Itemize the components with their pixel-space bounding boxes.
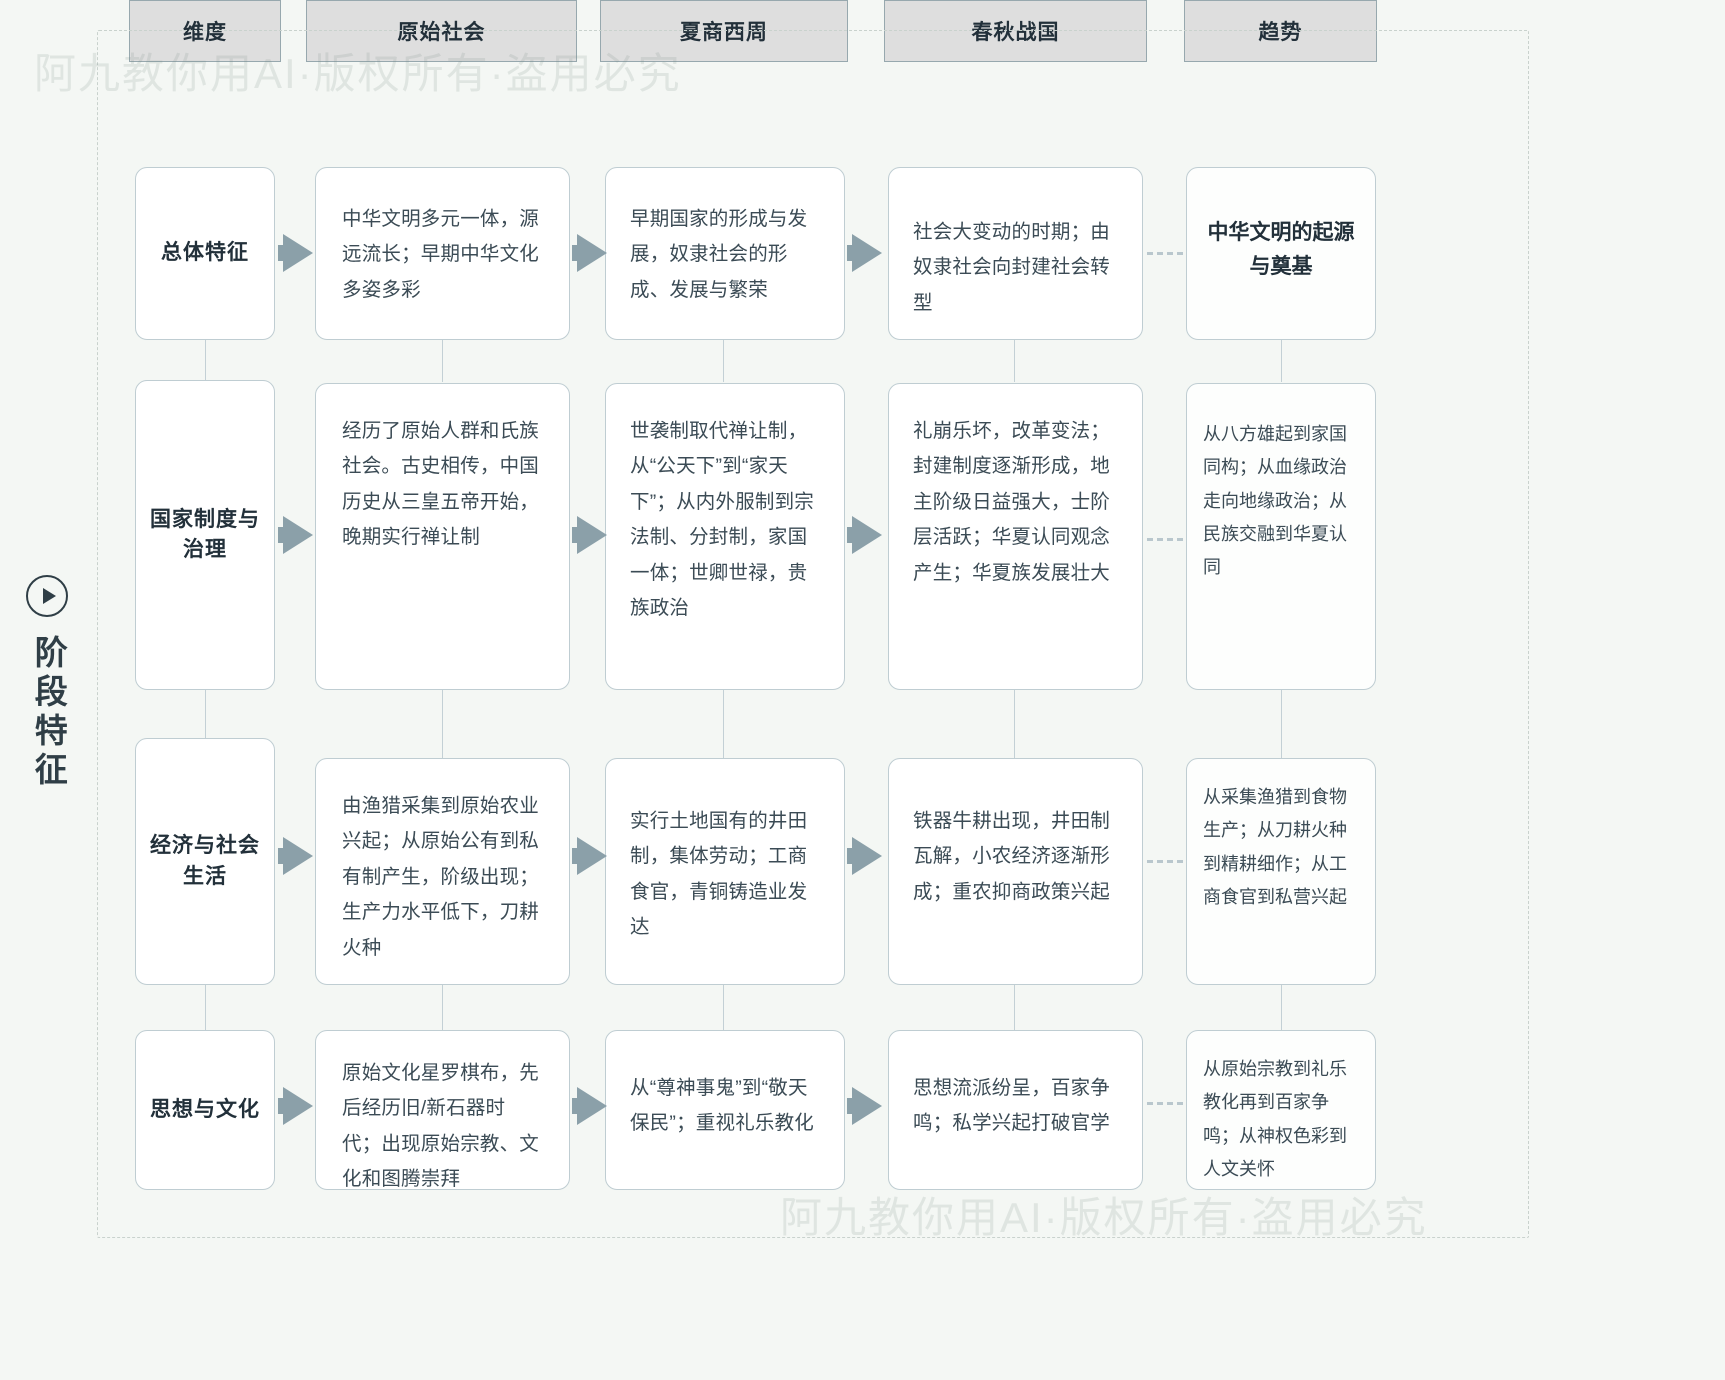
- row-1-dimension-card[interactable]: 总体特征: [135, 167, 275, 340]
- row-4-chunqiu-card[interactable]: 思想流派纷呈，百家争鸣；私学兴起打破官学: [888, 1030, 1143, 1190]
- row-2-chunqiu-text: 礼崩乐坏，改革变法；封建制度逐渐形成，地主阶级日益强大，士阶层活跃；华夏认同观念…: [913, 420, 1111, 584]
- connector-x-2-3: [723, 690, 724, 758]
- row-3-primitive-card[interactable]: 由渔猎采集到原始农业兴起；从原始公有到私有制产生，阶级出现；生产力水平低下，刀耕…: [315, 758, 570, 985]
- connector-c-3-4: [1014, 985, 1015, 1041]
- stage-label-text: 阶段特征: [29, 635, 66, 791]
- row-3-xiashang-text: 实行土地国有的井田制，集体劳动；工商食官，青铜铸造业发达: [630, 810, 808, 939]
- row-1-xiashang-card[interactable]: 早期国家的形成与发展，奴隶社会的形成、发展与繁荣: [605, 167, 845, 340]
- row-2-arrow-3-icon: [852, 516, 882, 554]
- row-1-dash-link: [1147, 252, 1183, 255]
- row-2-dash-link: [1147, 538, 1183, 541]
- connector-x-3-4: [723, 985, 724, 1041]
- row-4-dash-link: [1147, 1102, 1183, 1105]
- row-3-trend-text: 从采集渔猎到食物生产；从刀耕火种到精耕细作；从工商食官到私营兴起: [1203, 787, 1347, 907]
- connector-dim-1-2: [205, 340, 206, 380]
- row-2-chunqiu-card[interactable]: 礼崩乐坏，改革变法；封建制度逐渐形成，地主阶级日益强大，士阶层活跃；华夏认同观念…: [888, 383, 1143, 690]
- row-3-dimension-label: 经济与社会生活: [150, 834, 260, 888]
- row-1-arrow-1-icon: [283, 234, 313, 272]
- row-4-arrow-3-icon: [852, 1087, 882, 1125]
- outer-dashed-frame: [97, 30, 1529, 1238]
- row-1-xiashang-text: 早期国家的形成与发展，奴隶社会的形成、发展与繁荣: [630, 208, 808, 301]
- row-2-trend-text: 从八方雄起到家国同构；从血缘政治走向地缘政治；从民族交融到华夏认同: [1203, 424, 1347, 578]
- row-4-primitive-text: 原始文化星罗棋布，先后经历旧/新石器时代；出现原始宗教、文化和图腾崇拜: [342, 1062, 540, 1191]
- row-2-arrow-1-icon: [283, 516, 313, 554]
- row-2-trend-card[interactable]: 从八方雄起到家国同构；从血缘政治走向地缘政治；从民族交融到华夏认同: [1186, 383, 1376, 690]
- row-1-arrow-3-icon: [852, 234, 882, 272]
- row-3-dimension-card[interactable]: 经济与社会生活: [135, 738, 275, 985]
- row-1-dimension-label: 总体特征: [161, 241, 249, 265]
- connector-x-1-2: [723, 340, 724, 382]
- header-dimension: 维度: [129, 0, 281, 62]
- row-3-chunqiu-text: 铁器牛耕出现，井田制瓦解，小农经济逐渐形成；重农抑商政策兴起: [913, 810, 1111, 903]
- row-2-dimension-card[interactable]: 国家制度与治理: [135, 380, 275, 690]
- row-1-primitive-card[interactable]: 中华文明多元一体，源远流长；早期中华文化多姿多彩: [315, 167, 570, 340]
- row-3-arrow-3-icon: [852, 837, 882, 875]
- connector-dim-2-3: [205, 690, 206, 738]
- header-chunqiu: 春秋战国: [884, 0, 1147, 62]
- row-4-trend-text: 从原始宗教到礼乐教化再到百家争鸣；从神权色彩到人文关怀: [1203, 1059, 1347, 1179]
- header-xiashang: 夏商西周: [600, 0, 848, 62]
- connector-p-2-3: [442, 690, 443, 758]
- header-primitive: 原始社会: [306, 0, 577, 62]
- row-3-xiashang-card[interactable]: 实行土地国有的井田制，集体劳动；工商食官，青铜铸造业发达: [605, 758, 845, 985]
- row-2-dimension-label: 国家制度与治理: [150, 507, 260, 561]
- row-3-arrow-2-icon: [577, 837, 607, 875]
- row-1-chunqiu-text: 社会大变动的时期；由奴隶社会向封建社会转型: [913, 221, 1111, 314]
- row-2-primitive-text: 经历了原始人群和氏族社会。古史相传，中国历史从三皇五帝开始，晚期实行禅让制: [342, 420, 540, 549]
- row-2-arrow-2-icon: [577, 516, 607, 554]
- header-trend: 趋势: [1184, 0, 1377, 62]
- row-4-xiashang-text: 从“尊神事鬼”到“敬天保民”；重视礼乐教化: [630, 1077, 814, 1135]
- row-2-xiashang-card[interactable]: 世袭制取代禅让制，从“公天下”到“家天下”；从内外服制到宗法制、分封制，家国一体…: [605, 383, 845, 690]
- row-1-primitive-text: 中华文明多元一体，源远流长；早期中华文化多姿多彩: [342, 208, 540, 301]
- connector-t-1-2: [1281, 340, 1282, 382]
- row-4-primitive-card[interactable]: 原始文化星罗棋布，先后经历旧/新石器时代；出现原始宗教、文化和图腾崇拜: [315, 1030, 570, 1190]
- row-1-chunqiu-card[interactable]: 社会大变动的时期；由奴隶社会向封建社会转型: [888, 167, 1143, 340]
- row-4-arrow-1-icon: [283, 1087, 313, 1125]
- row-1-trend-text: 中华文明的起源与奠基: [1207, 221, 1355, 278]
- stage-label-group: 阶段特征: [8, 575, 86, 791]
- row-4-xiashang-card[interactable]: 从“尊神事鬼”到“敬天保民”；重视礼乐教化: [605, 1030, 845, 1190]
- row-4-dimension-label: 思想与文化: [150, 1097, 260, 1121]
- connector-t-2-3: [1281, 690, 1282, 758]
- row-4-arrow-2-icon: [577, 1087, 607, 1125]
- play-circle-icon: [26, 575, 68, 617]
- row-3-trend-card[interactable]: 从采集渔猎到食物生产；从刀耕火种到精耕细作；从工商食官到私营兴起: [1186, 758, 1376, 985]
- connector-p-3-4: [442, 985, 443, 1041]
- connector-p-1-2: [442, 340, 443, 382]
- row-3-dash-link: [1147, 860, 1183, 863]
- connector-c-1-2: [1014, 340, 1015, 382]
- row-4-chunqiu-text: 思想流派纷呈，百家争鸣；私学兴起打破官学: [913, 1077, 1111, 1135]
- connector-c-2-3: [1014, 690, 1015, 758]
- row-1-arrow-2-icon: [577, 234, 607, 272]
- row-3-chunqiu-card[interactable]: 铁器牛耕出现，井田制瓦解，小农经济逐渐形成；重农抑商政策兴起: [888, 758, 1143, 985]
- row-3-arrow-1-icon: [283, 837, 313, 875]
- row-2-xiashang-text: 世袭制取代禅让制，从“公天下”到“家天下”；从内外服制到宗法制、分封制，家国一体…: [630, 420, 814, 620]
- row-4-dimension-card[interactable]: 思想与文化: [135, 1030, 275, 1190]
- row-3-primitive-text: 由渔猎采集到原始农业兴起；从原始公有到私有制产生，阶级出现；生产力水平低下，刀耕…: [342, 795, 540, 959]
- row-2-primitive-card[interactable]: 经历了原始人群和氏族社会。古史相传，中国历史从三皇五帝开始，晚期实行禅让制: [315, 383, 570, 690]
- row-1-trend-card[interactable]: 中华文明的起源与奠基: [1186, 167, 1376, 340]
- row-4-trend-card[interactable]: 从原始宗教到礼乐教化再到百家争鸣；从神权色彩到人文关怀: [1186, 1030, 1376, 1190]
- connector-dim-3-4: [205, 985, 206, 1030]
- connector-t-3-4: [1281, 985, 1282, 1041]
